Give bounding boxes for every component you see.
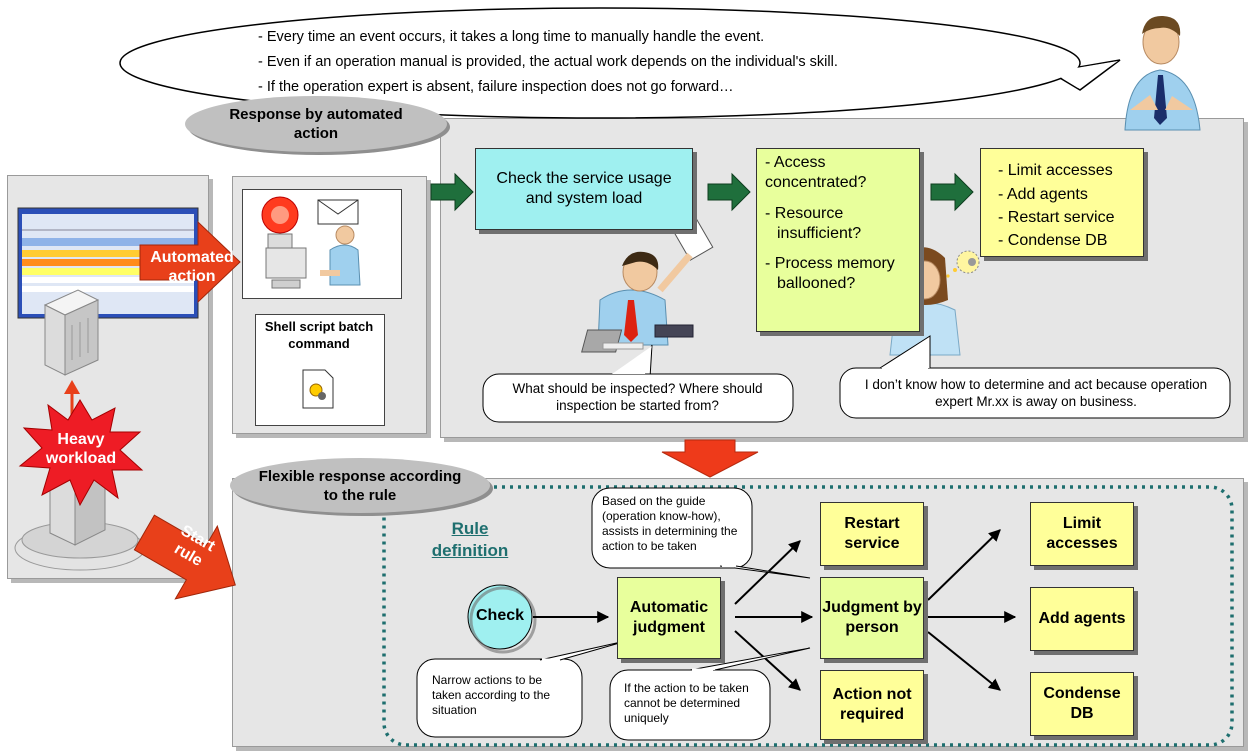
callout-narrow-shape bbox=[416, 639, 631, 738]
section-title-automated: Response by automated action bbox=[185, 96, 447, 152]
action-item: - Add agents bbox=[998, 186, 1088, 203]
heavy-workload-burst bbox=[18, 399, 144, 507]
condense-db-box: Condense DB bbox=[1030, 672, 1134, 736]
limit-accesses-box: Limit accesses bbox=[1030, 502, 1134, 566]
actions-box bbox=[980, 148, 1144, 257]
rule-definition-link[interactable]: Rule definition bbox=[431, 519, 509, 560]
restart-service-box: Restart service bbox=[820, 502, 924, 566]
green-arrow bbox=[707, 172, 751, 212]
automated-action-arrow bbox=[139, 220, 241, 304]
action-item: - Restart service bbox=[998, 209, 1115, 226]
action-not-required-box: Action not required bbox=[820, 670, 924, 740]
check-service-box: Check the service usage and system load bbox=[475, 148, 693, 230]
monitor-screenshot-icon bbox=[17, 207, 199, 319]
start-rule-arrow bbox=[133, 514, 236, 600]
complaint-line: - Every time an event occurs, it takes a… bbox=[258, 29, 765, 45]
automated-action-label: Automated action bbox=[150, 249, 234, 285]
speech-bubble bbox=[119, 7, 1121, 119]
callout-guide-shape bbox=[591, 487, 811, 579]
heavy-workload-label: Heavy workload bbox=[45, 431, 117, 467]
stressed-man-icon bbox=[581, 217, 714, 353]
question-item: - Resource insufficient? bbox=[765, 205, 862, 242]
shell-script-label: Shell script batch command bbox=[264, 319, 374, 351]
man-thinking-icon bbox=[1124, 15, 1201, 131]
judgment-by-person-box: Judgment by person bbox=[820, 577, 924, 659]
callout-inspect: What should be inspected? Where should i… bbox=[512, 381, 763, 413]
complaint-line: - If the operation expert is absent, fai… bbox=[258, 79, 734, 95]
callout-expert-shape bbox=[839, 335, 1231, 419]
callout-unique: If the action to be taken cannot be dete… bbox=[624, 681, 749, 725]
callout-guide: Based on the guide (operation know-how),… bbox=[602, 494, 738, 553]
add-agents-box: Add agents bbox=[1030, 587, 1134, 651]
action-item: - Limit accesses bbox=[998, 162, 1113, 179]
big-down-arrow bbox=[661, 439, 759, 478]
section-title-flexible: Flexible response according to the rule bbox=[230, 458, 490, 513]
callout-inspect-shape bbox=[482, 344, 794, 423]
green-arrow bbox=[930, 172, 974, 212]
check-node-label: Check bbox=[475, 607, 525, 624]
green-arrow bbox=[430, 172, 474, 212]
script-file-icon bbox=[302, 369, 334, 409]
question-item: - Access concentrated? bbox=[765, 154, 867, 191]
callout-expert: I don’t know how to determine and act be… bbox=[864, 377, 1208, 409]
automatic-judgment-box: Automatic judgment bbox=[617, 577, 721, 659]
question-item: - Process memory ballooned? bbox=[765, 255, 895, 292]
questions-box bbox=[756, 148, 920, 332]
complaint-line: - Even if an operation manual is provide… bbox=[258, 54, 838, 70]
action-item: - Condense DB bbox=[998, 232, 1108, 249]
rule-definition-border bbox=[382, 485, 1234, 747]
check-circle bbox=[467, 584, 533, 650]
envelope-icon bbox=[317, 199, 359, 225]
callout-narrow: Narrow actions to be taken according to … bbox=[432, 673, 551, 717]
callout-unique-shape bbox=[609, 647, 811, 741]
server-icon bbox=[43, 289, 100, 376]
operator-alarm-icon bbox=[261, 196, 361, 289]
